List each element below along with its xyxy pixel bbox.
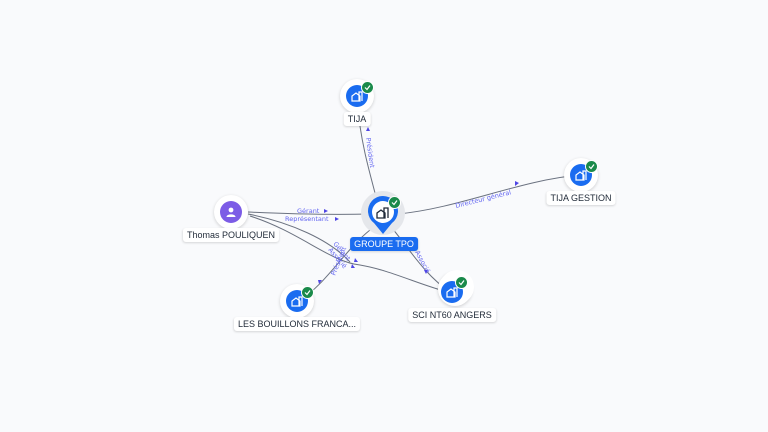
arrow-icon [424,270,428,274]
edge-label-associe-sci: Associé [413,249,432,274]
node-label: SCI NT60 ANGERS [408,308,496,322]
verified-check-icon [361,81,374,94]
arrow-icon [335,217,339,221]
arrow-icon [324,209,328,213]
arrow-icon [351,264,355,268]
person-icon [220,201,242,223]
edge-label-directeur-general: Directeur général [455,188,512,210]
node-label: TIJA GESTION [546,191,616,205]
arrow-icon [515,181,519,186]
edge-thomas-center [247,211,371,215]
arrow-icon [354,258,358,262]
edge-label-representant: Représentant [285,215,329,223]
verified-check-icon [301,286,314,299]
edge-thomas-bouillons [247,213,351,263]
edge-center-tija-gestion [397,174,581,215]
verified-check-icon [388,196,401,209]
edge-label-gerant: Gérant [297,207,320,215]
node-label: GROUPE TPO [350,237,418,251]
edge-thomas-sci [249,215,449,293]
building-icon [376,207,389,219]
arrow-icon [366,127,370,131]
edge-label-president-tija: Président [364,137,376,169]
arrow-icon [318,280,322,284]
node-label: Thomas POULIQUEN [182,228,280,242]
verified-check-icon [585,160,598,173]
verified-check-icon [455,276,468,289]
node-label: LES BOUILLONS FRANCA... [233,317,361,331]
node-label: TIJA [343,112,371,126]
